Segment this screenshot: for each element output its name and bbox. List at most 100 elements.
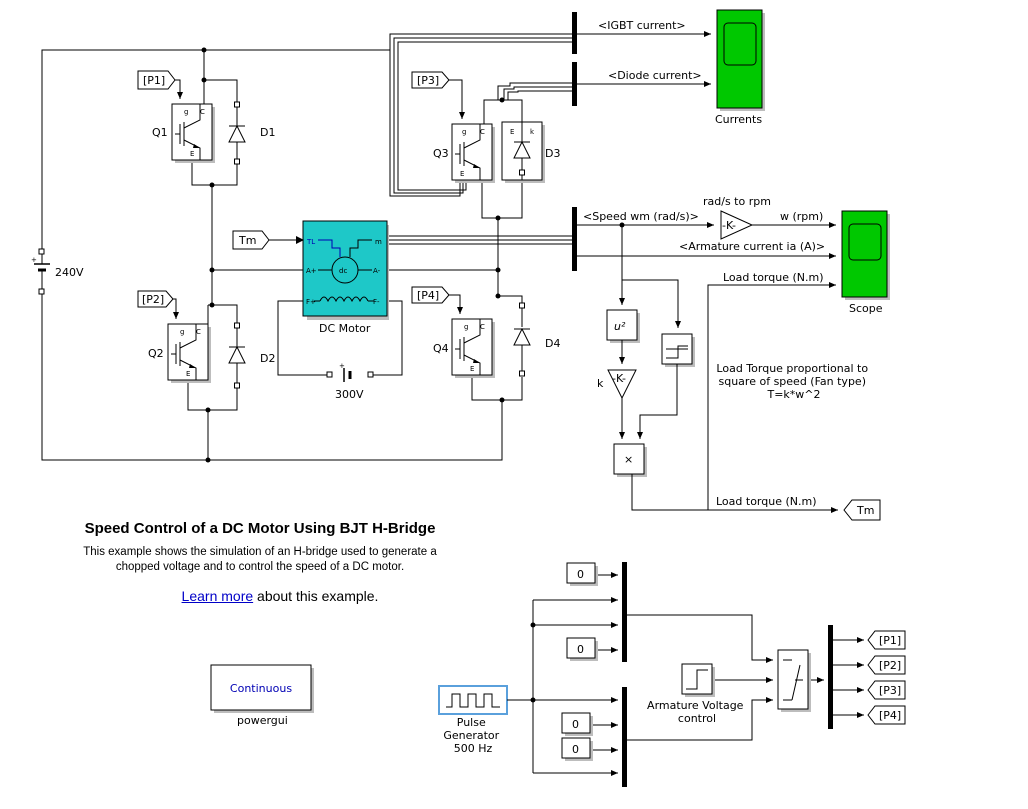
learn-more-suffix: about this example. bbox=[257, 588, 379, 604]
diode-d2[interactable] bbox=[228, 322, 246, 389]
goto-tag-p4[interactable]: [P4] bbox=[867, 705, 906, 725]
label-d2: D2 bbox=[260, 352, 275, 365]
igbt-q2[interactable]: g C E bbox=[167, 323, 211, 383]
svg-text:u²: u² bbox=[614, 320, 626, 333]
constant-0-c[interactable]: 0 bbox=[561, 712, 593, 736]
svg-text:-K-: -K- bbox=[722, 219, 736, 232]
learn-more-link[interactable]: Learn more bbox=[181, 588, 254, 604]
mux-2[interactable] bbox=[622, 687, 627, 787]
label-d1: D1 bbox=[260, 126, 275, 139]
svg-text:[P3]: [P3] bbox=[417, 74, 439, 87]
svg-text:F+: F+ bbox=[306, 298, 316, 306]
svg-text:×: × bbox=[624, 453, 633, 466]
svg-text:dc: dc bbox=[339, 267, 347, 275]
demux-diode[interactable] bbox=[572, 62, 577, 106]
powergui-block[interactable]: Continuous bbox=[210, 664, 314, 713]
svg-text:F-: F- bbox=[373, 298, 380, 306]
diode-d4[interactable] bbox=[513, 302, 531, 377]
label-240v: 240V bbox=[55, 266, 84, 279]
svg-text:g: g bbox=[462, 128, 466, 136]
constant-0-b[interactable]: 0 bbox=[566, 637, 598, 661]
relay-block[interactable] bbox=[661, 333, 695, 367]
svg-text:[P1]: [P1] bbox=[879, 634, 901, 647]
demux-motor[interactable] bbox=[572, 207, 577, 271]
pulse-generator-block[interactable] bbox=[438, 685, 508, 715]
svg-text:0: 0 bbox=[572, 743, 579, 756]
svg-text:m: m bbox=[375, 238, 382, 246]
from-tag-p3[interactable]: [P3] bbox=[411, 71, 465, 119]
constant-0-a[interactable]: 0 bbox=[566, 562, 598, 586]
product-block[interactable]: × bbox=[613, 443, 647, 477]
from-tag-p2[interactable]: [P2] bbox=[137, 290, 179, 319]
demux-output[interactable] bbox=[828, 625, 833, 729]
label-armature-voltage-control: Armature Voltage control bbox=[647, 699, 747, 725]
signal-diode-current: <Diode current> bbox=[608, 69, 702, 82]
goto-tag-p2[interactable]: [P2] bbox=[867, 655, 906, 675]
svg-text:C: C bbox=[480, 128, 485, 136]
label-300v: 300V bbox=[335, 388, 364, 401]
svg-text:[P1]: [P1] bbox=[143, 74, 165, 87]
label-k: k bbox=[597, 377, 604, 390]
dc-motor-block[interactable]: TL m A+ A- F+ F- dc bbox=[296, 220, 389, 320]
step-armature-voltage-control[interactable] bbox=[681, 663, 715, 697]
switch-block[interactable] bbox=[777, 649, 811, 712]
svg-text:g: g bbox=[464, 323, 468, 331]
svg-text:A-: A- bbox=[373, 267, 381, 275]
label-d3: D3 bbox=[545, 147, 560, 160]
goto-tag-p1[interactable]: [P1] bbox=[867, 630, 906, 650]
dc-source-240v[interactable]: + 240V bbox=[31, 248, 84, 295]
signal-speed: <Speed wm (rad/s)> bbox=[583, 210, 699, 223]
scope-currents[interactable] bbox=[716, 9, 765, 111]
svg-text:C: C bbox=[480, 323, 485, 331]
scope-main[interactable] bbox=[841, 210, 890, 300]
igbt-q1[interactable]: g C E bbox=[171, 103, 215, 163]
mux-1[interactable] bbox=[622, 562, 627, 662]
from-tag-tm[interactable]: Tm bbox=[232, 230, 297, 250]
math-square[interactable]: u² bbox=[606, 309, 640, 343]
svg-text:E: E bbox=[190, 150, 194, 158]
svg-text:C: C bbox=[196, 328, 201, 336]
svg-text:[P2]: [P2] bbox=[142, 293, 164, 306]
svg-text:0: 0 bbox=[577, 643, 584, 656]
svg-text:[P4]: [P4] bbox=[417, 289, 439, 302]
constant-0-d[interactable]: 0 bbox=[561, 737, 593, 761]
signal-igbt-current: <IGBT current> bbox=[598, 19, 686, 32]
signal-load-torque-2: Load torque (N.m) bbox=[716, 495, 817, 508]
learn-more-line: Learn more about this example. bbox=[100, 588, 460, 604]
svg-text:TL: TL bbox=[306, 238, 315, 246]
label-q4: Q4 bbox=[433, 342, 449, 355]
label-d4: D4 bbox=[545, 337, 560, 350]
junction-dots bbox=[201, 47, 505, 463]
demux-igbt[interactable] bbox=[572, 12, 577, 54]
svg-text:E: E bbox=[510, 128, 514, 136]
from-tag-p4[interactable]: [P4] bbox=[411, 286, 463, 314]
dc-source-300v[interactable]: + 300V bbox=[326, 362, 374, 401]
svg-text:-K-: -K- bbox=[612, 372, 626, 385]
diode-d3[interactable]: E k bbox=[501, 121, 545, 183]
svg-text:E: E bbox=[460, 170, 464, 178]
igbt-q3[interactable]: g C E bbox=[451, 123, 495, 183]
igbt-q4[interactable]: g C E bbox=[451, 318, 495, 378]
signal-armature-current: <Armature current ia (A)> bbox=[679, 240, 825, 253]
gain-k[interactable]: -K- bbox=[607, 369, 637, 400]
svg-text:0: 0 bbox=[572, 718, 579, 731]
page-title: Speed Control of a DC Motor Using BJT H-… bbox=[84, 520, 436, 537]
goto-tag-p3[interactable]: [P3] bbox=[867, 680, 906, 700]
svg-text:+: + bbox=[339, 362, 345, 370]
gain-rad-to-rpm[interactable]: -K- bbox=[720, 210, 754, 240]
signal-w-rpm: w (rpm) bbox=[780, 210, 823, 223]
svg-text:[P3]: [P3] bbox=[879, 684, 901, 697]
svg-text:Continuous: Continuous bbox=[230, 682, 292, 695]
goto-tag-tm[interactable]: Tm bbox=[843, 499, 881, 521]
label-powergui: powergui bbox=[237, 714, 288, 727]
label-q1: Q1 bbox=[152, 126, 168, 139]
diode-d1[interactable] bbox=[228, 101, 246, 165]
description: This example shows the simulation of an … bbox=[83, 546, 437, 573]
label-rad-to-rpm: rad/s to rpm bbox=[703, 195, 771, 208]
svg-text:[P4]: [P4] bbox=[879, 709, 901, 722]
svg-text:k: k bbox=[530, 128, 535, 136]
pulse-wiring bbox=[507, 572, 864, 776]
svg-text:Tm: Tm bbox=[856, 504, 874, 517]
from-tag-p1[interactable]: [P1] bbox=[137, 70, 183, 99]
